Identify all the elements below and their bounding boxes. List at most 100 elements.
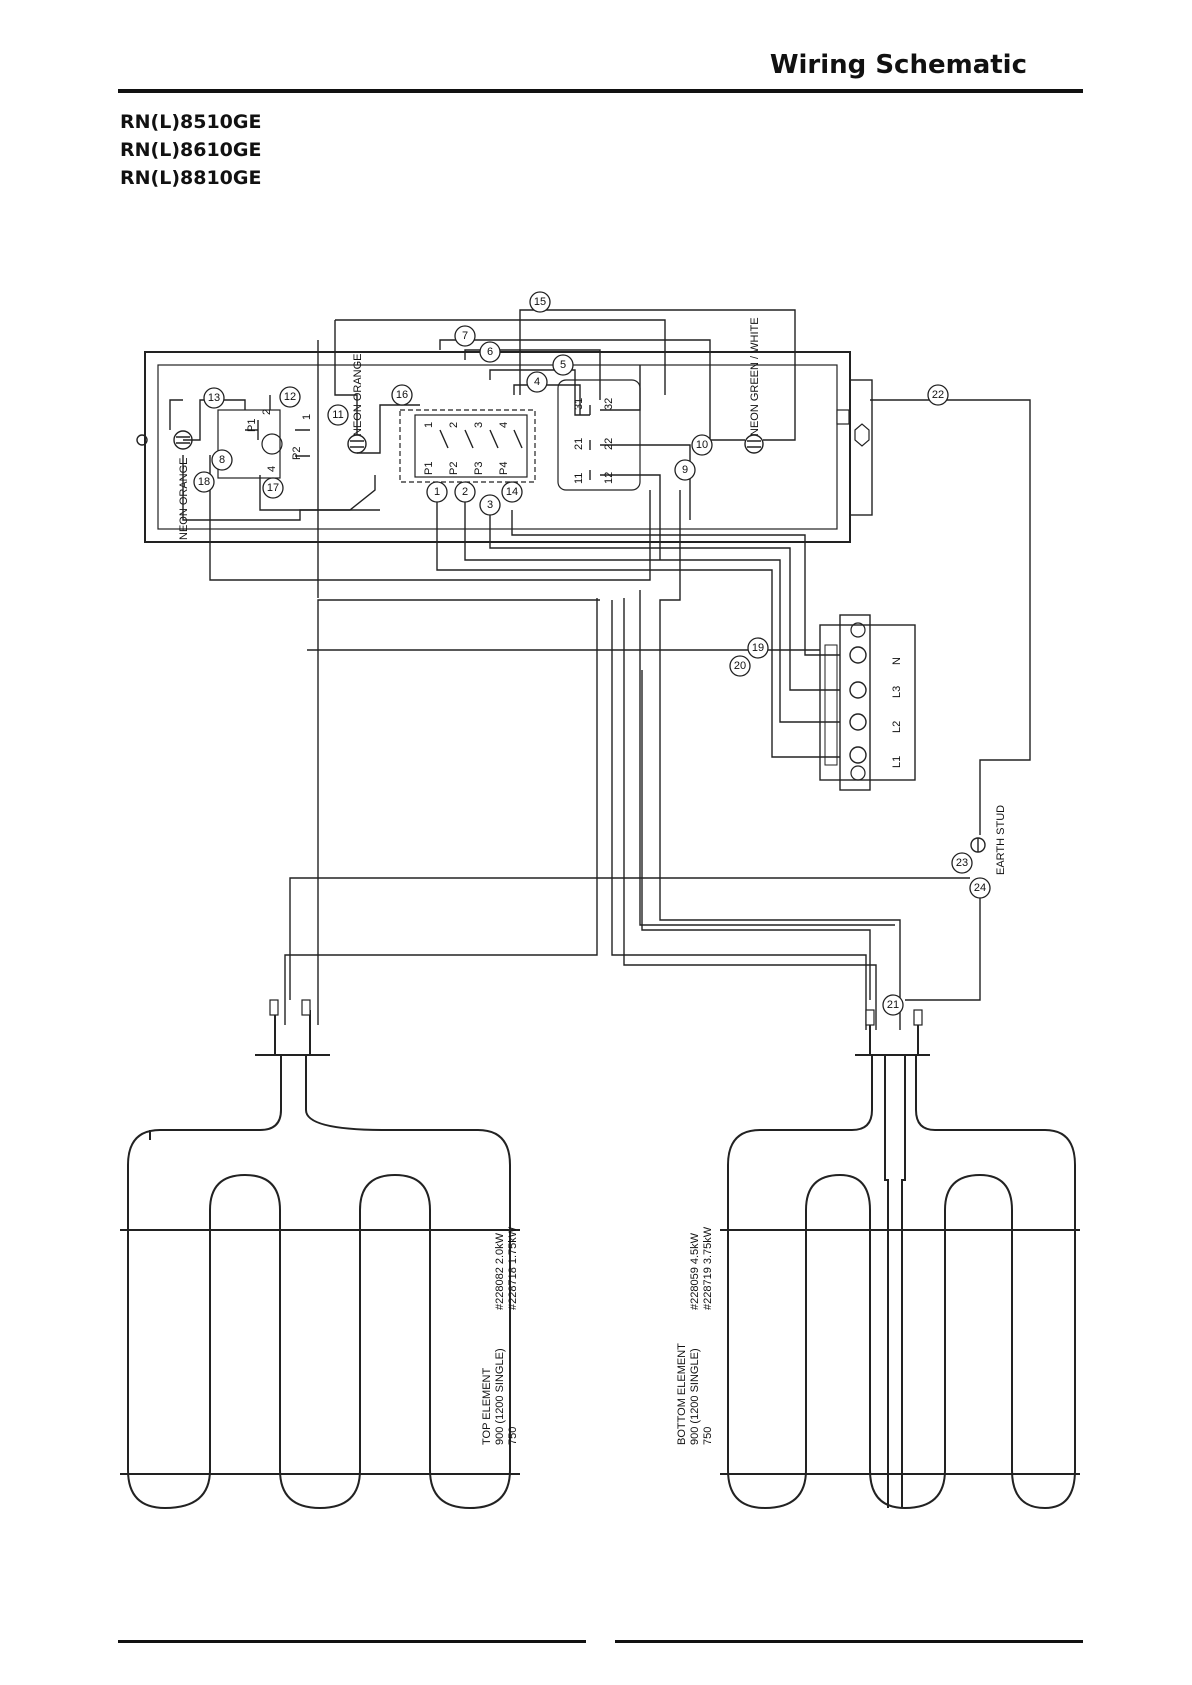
selector-port: P2	[448, 462, 460, 475]
element-wiring	[284, 490, 901, 1030]
terminal-label: N	[891, 657, 903, 665]
element-code: #228082 2.0kW	[494, 1232, 506, 1310]
neon-label-left: NEON ORANGE	[178, 457, 190, 540]
neon-label-middle: NEON ORANGE	[352, 353, 364, 436]
svg-text:4: 4	[534, 376, 540, 388]
selector-terminal: 3	[473, 422, 485, 428]
svg-text:23: 23	[956, 857, 968, 869]
header-rule	[118, 89, 1083, 93]
svg-text:9: 9	[682, 464, 688, 476]
terminal-wiring	[307, 500, 871, 1000]
wire-callout: 20	[729, 655, 751, 677]
wire-callout: 15	[529, 291, 551, 313]
svg-text:11: 11	[332, 409, 343, 421]
svg-text:14: 14	[506, 486, 518, 498]
thermostat-label: P1	[246, 419, 258, 432]
svg-text:19: 19	[752, 642, 764, 654]
wire-callout: 7	[454, 325, 476, 347]
thermostat-label: P2	[291, 447, 303, 460]
wire-callout: 1	[426, 481, 448, 503]
element-code: #228718 1.75kW	[507, 1226, 519, 1310]
wire-callout: 10	[691, 434, 713, 456]
svg-text:24: 24	[974, 882, 986, 894]
svg-text:22: 22	[932, 389, 944, 401]
page-title: Wiring Schematic	[769, 50, 1027, 80]
terminal-block: L1 L2 L3 N	[819, 614, 916, 791]
relay-terminal: 31	[573, 398, 585, 410]
thermostat-label: 2	[261, 409, 273, 415]
wire-callout: 5	[552, 354, 574, 376]
neon-label-right: NEON GREEN / WHITE	[749, 317, 761, 436]
top-heating-element: TOP ELEMENT 900 (1200 SINGLE) 750 #22808…	[120, 999, 520, 1510]
element-label: 750	[507, 1427, 519, 1445]
wire-callout: 11	[327, 404, 349, 426]
svg-text:6: 6	[487, 346, 493, 358]
terminal-label: L3	[891, 686, 903, 698]
selector-terminal: 1	[423, 422, 435, 428]
wire-callout: 16	[391, 384, 413, 406]
svg-text:8: 8	[219, 454, 225, 466]
hex-nut-icon	[854, 423, 870, 447]
model-name: RN(L)8810GE	[120, 167, 262, 189]
selector-terminal: 2	[448, 422, 460, 428]
wire-callout: 24	[969, 877, 991, 899]
svg-text:10: 10	[696, 439, 708, 451]
selector-terminal: 4	[498, 422, 510, 428]
terminal-label: L1	[891, 756, 903, 768]
terminal-label: L2	[891, 721, 903, 733]
wire-callout: 19	[747, 637, 769, 659]
thermostat-label: 4	[266, 466, 278, 472]
wire-callout: 14	[501, 481, 523, 503]
thermostat-label: 1	[301, 414, 313, 420]
svg-text:21: 21	[887, 999, 899, 1011]
wire-callout: 4	[526, 371, 548, 393]
wire-callout: 8	[211, 449, 233, 471]
model-name: RN(L)8510GE	[120, 111, 262, 133]
selector-port: P1	[423, 462, 435, 475]
footer-rule-left	[118, 1640, 586, 1643]
element-label: 750	[702, 1427, 714, 1445]
mounting-hole	[136, 434, 148, 446]
svg-text:7: 7	[462, 330, 468, 342]
panel-wiring	[169, 309, 1031, 835]
bottom-heating-element: BOTTOM ELEMENT 900 (1200 SINGLE) 750 #22…	[676, 1009, 1080, 1510]
wire-callout: 12	[279, 386, 301, 408]
relay-terminal: 12	[603, 472, 615, 484]
relay-terminal: 21	[573, 438, 585, 450]
element-label: 900 (1200 SINGLE)	[494, 1348, 506, 1445]
svg-text:17: 17	[267, 482, 279, 494]
selector-switch: 1 2 3 4 P1 P2 P3 P4	[399, 409, 536, 483]
wire-callout: 6	[479, 341, 501, 363]
wire-callout: 2	[454, 481, 476, 503]
element-label: 900 (1200 SINGLE)	[689, 1348, 701, 1445]
svg-text:16: 16	[396, 389, 408, 401]
element-label: BOTTOM ELEMENT	[676, 1343, 688, 1445]
relay-terminal: 11	[573, 473, 585, 484]
element-label: TOP ELEMENT	[481, 1367, 493, 1445]
element-code: #228719 3.75kW	[702, 1226, 714, 1310]
wire-callout: 21	[882, 994, 904, 1016]
selector-port: P3	[473, 462, 485, 475]
wire-callouts: 1 2 3 4 5 6 7 8 9 10 11 12 13 14 15 16 1…	[193, 291, 991, 1016]
thermostat: P1 P2 2 4 1	[217, 409, 313, 479]
svg-text:5: 5	[560, 359, 566, 371]
wire-callout: 18	[193, 471, 215, 493]
element-code: #228059 4.5kW	[689, 1232, 701, 1310]
selector-port: P4	[498, 462, 510, 475]
footer-rule-right	[615, 1640, 1083, 1643]
earth-stud-label: EARTH STUD	[995, 805, 1007, 875]
svg-text:18: 18	[198, 476, 210, 488]
wire-callout: 3	[479, 494, 501, 516]
relay-terminal: 32	[603, 398, 615, 410]
wire-callout: 13	[203, 387, 225, 409]
wire-callout: 9	[674, 459, 696, 481]
wire-callout: 23	[951, 852, 973, 874]
relay: 31 32 21 22 11 12	[557, 379, 641, 491]
svg-text:20: 20	[734, 660, 746, 672]
neon-indicator-right: NEON GREEN / WHITE	[744, 317, 764, 454]
model-name: RN(L)8610GE	[120, 139, 262, 161]
model-list: RN(L)8510GE RN(L)8610GE RN(L)8810GE	[120, 108, 261, 192]
svg-text:15: 15	[534, 296, 546, 308]
neon-indicator-middle: NEON ORANGE	[347, 353, 367, 454]
